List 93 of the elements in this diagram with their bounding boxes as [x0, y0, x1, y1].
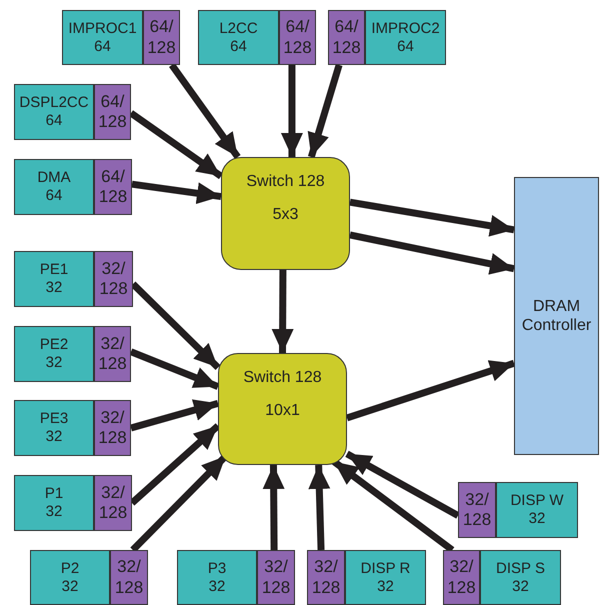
arrow [349, 198, 515, 237]
arrow [332, 458, 454, 553]
width-converter-box [94, 159, 132, 215]
module-label: 64 [46, 112, 62, 130]
module-label: P1 [44, 485, 64, 503]
module-box [496, 482, 578, 538]
switch-box [221, 157, 350, 270]
width-label: 32/ 128 [310, 557, 342, 598]
width-label: 64/ 128 [146, 17, 177, 58]
module-label: 32 [528, 510, 546, 528]
module-label: 64 [46, 187, 62, 205]
controller-box [514, 177, 599, 455]
arrow [308, 64, 342, 158]
module-label: PE1 [40, 261, 68, 279]
width-converter-box [94, 475, 132, 531]
module-box [14, 475, 94, 531]
width-converter-box [94, 400, 131, 456]
module-label: DISP R [360, 560, 410, 578]
width-label: 32/ 128 [97, 334, 128, 374]
switch-label: Switch 128 [246, 172, 325, 192]
switch-label: 10x1 [265, 401, 300, 420]
arrow [130, 348, 220, 390]
arrow [345, 450, 460, 519]
module-label: IMPROC1 [68, 20, 137, 38]
arrow [130, 399, 219, 432]
arrow [262, 464, 285, 550]
width-label: 32/ 128 [97, 408, 128, 448]
module-label: 64 [230, 38, 247, 56]
width-label: 32/ 128 [462, 490, 492, 530]
module-box [14, 400, 94, 456]
width-label: 64/ 128 [282, 17, 313, 58]
arrow [346, 360, 516, 422]
module-box [14, 326, 94, 382]
width-converter-box [257, 550, 295, 605]
module-label: 64 [94, 38, 111, 56]
width-label: 64/ 128 [97, 92, 128, 132]
module-box [345, 550, 426, 605]
arrow [130, 454, 228, 552]
width-converter-box [110, 550, 148, 605]
width-converter-box [143, 10, 180, 65]
module-label: PE2 [40, 336, 68, 354]
switch-label: 5x3 [272, 205, 298, 224]
module-box [198, 10, 279, 65]
width-label: 32/ 128 [446, 557, 477, 598]
width-label: 64/ 128 [331, 17, 362, 58]
width-converter-box [443, 550, 480, 605]
module-box [62, 10, 143, 65]
module-label: DSPL2CC [19, 94, 89, 112]
width-converter-box [94, 326, 131, 382]
module-label: 32 [62, 578, 78, 596]
width-converter-box [328, 10, 365, 65]
width-converter-box [458, 482, 496, 538]
width-converter-box [279, 10, 316, 65]
module-label: 32 [46, 428, 62, 446]
width-label: 32/ 128 [98, 482, 128, 524]
controller-label: DRAM Controller [520, 296, 592, 336]
width-label: 32/ 128 [260, 557, 292, 598]
arrow [349, 232, 515, 275]
module-label: 32 [512, 578, 529, 596]
width-label: 64/ 128 [98, 166, 128, 208]
arrow [132, 180, 222, 204]
module-label: 64 [397, 38, 414, 56]
module-label: DISP S [496, 560, 545, 578]
module-box [14, 159, 94, 215]
switch-label: Switch 128 [243, 368, 322, 388]
module-box [30, 550, 110, 605]
module-label: L2CC [219, 20, 258, 38]
module-label: 32 [46, 354, 62, 372]
module-box [14, 84, 94, 140]
module-label: P2 [60, 560, 80, 578]
arrow [280, 65, 303, 157]
module-label: IMPROC2 [371, 20, 440, 38]
width-label: 32/ 128 [98, 258, 129, 300]
module-label: 32 [46, 503, 62, 521]
module-label: 32 [46, 279, 62, 297]
module-box [365, 10, 446, 65]
width-converter-box [94, 84, 131, 140]
module-label: PE3 [40, 410, 68, 428]
width-label: 32/ 128 [114, 557, 144, 598]
width-converter-box [307, 550, 345, 605]
module-label: 32 [377, 578, 394, 596]
module-box [177, 550, 257, 605]
arrow [272, 270, 294, 354]
module-label: DMA [37, 169, 71, 187]
module-label: P3 [208, 560, 226, 578]
switch-box [218, 353, 347, 465]
width-converter-box [94, 251, 133, 307]
module-label: 32 [208, 578, 226, 596]
arrow [169, 62, 241, 160]
module-box [480, 550, 561, 605]
arrow [308, 464, 330, 550]
module-box [14, 251, 94, 307]
module-label: DISP W [510, 492, 564, 510]
